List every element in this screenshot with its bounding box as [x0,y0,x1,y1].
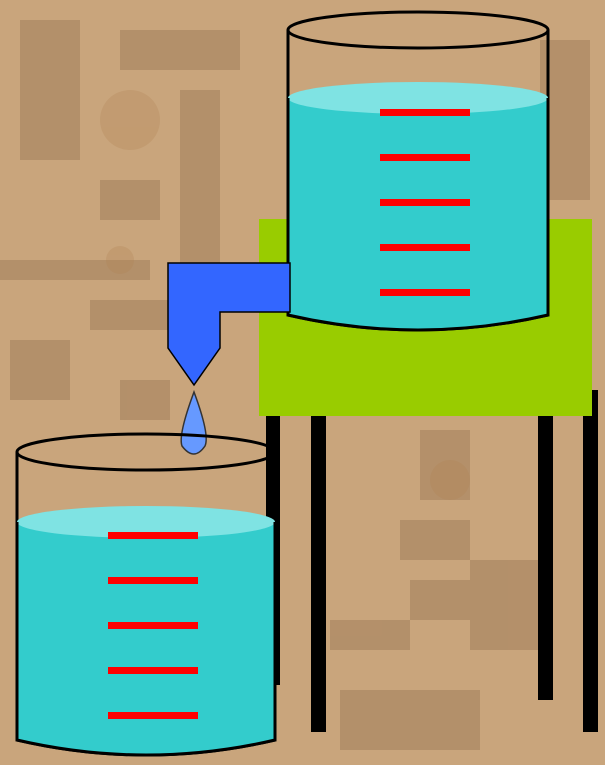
lower-level-mark-3 [108,622,198,629]
upper-water-body [288,98,548,330]
lower-container [15,432,277,757]
stand-leg-front-left [311,390,326,732]
hieroglyph-glyph [410,580,470,620]
hieroglyph-figure [20,20,80,160]
lower-water-body [17,522,275,755]
upper-container-rim [286,10,550,50]
lower-level-mark-2 [108,577,198,584]
hieroglyph-glyph [400,520,470,560]
hieroglyph-circle [430,460,470,500]
lower-level-mark-4 [108,667,198,674]
upper-container-outline [286,98,550,332]
hieroglyph-glyph [340,690,480,750]
upper-level-mark-5 [380,289,470,296]
spout [167,262,291,387]
lower-water-surface [17,506,275,538]
upper-water-surface [288,82,548,114]
water-drop-icon [180,389,207,455]
lower-level-mark-1 [108,532,198,539]
lower-level-mark-5 [108,712,198,719]
hieroglyph-circle [106,246,134,274]
stand-leg-front-right [583,390,598,732]
lower-container-outline [15,522,277,757]
upper-container [286,10,550,332]
hieroglyph-glyph [330,620,410,650]
stand-leg-back-right [538,410,553,700]
upper-level-mark-4 [380,244,470,251]
upper-level-mark-2 [380,154,470,161]
hieroglyph-block [100,180,160,220]
stand-legs [266,390,598,732]
hieroglyph-glyph [120,380,170,420]
hieroglyph-glyph [10,340,70,400]
hieroglyph-block [90,300,170,330]
hieroglyph-glyph [420,430,470,500]
hieroglyph-band [120,30,240,70]
hieroglyph-line [0,260,150,280]
lower-level-marks [108,532,198,719]
spout-pipe [167,262,291,387]
lower-container-rim [15,432,277,472]
upper-level-marks [380,109,470,296]
hieroglyph-column [180,90,220,270]
hieroglyph-glyph [470,560,540,650]
hieroglyph-circle [100,90,160,150]
hieroglyph-accents [100,90,470,500]
upper-level-mark-3 [380,199,470,206]
upper-level-mark-1 [380,109,470,116]
